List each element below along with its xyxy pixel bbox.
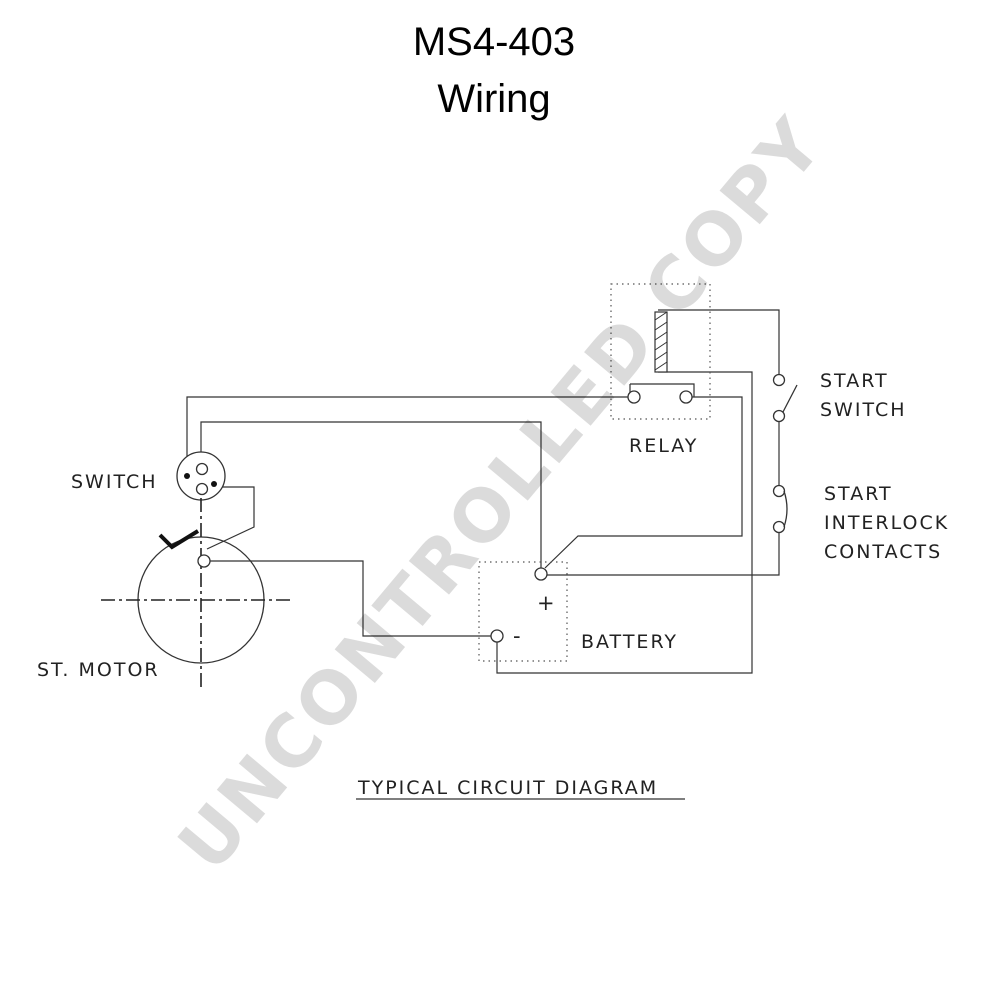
switch-terminal-top — [195, 462, 209, 476]
battery-terminal-minus — [490, 629, 504, 643]
wire-relay-to-return — [496, 371, 753, 674]
starter-motor: ST. MOTOR — [37, 498, 292, 690]
st-motor-label: ST. MOTOR — [37, 659, 160, 681]
interlock-label-line-3: CONTACTS — [824, 541, 942, 563]
relay-terminal-left — [627, 390, 641, 404]
battery-label: BATTERY — [581, 631, 678, 653]
start-switch-lever — [782, 384, 798, 413]
switch-dot-right — [211, 481, 217, 487]
motor-lever — [158, 529, 200, 550]
relay: RELAY — [610, 283, 711, 457]
interlock-label-line-2: INTERLOCK — [824, 512, 949, 534]
caption-text: TYPICAL CIRCUIT DIAGRAM — [357, 777, 658, 799]
start-switch-contact-bottom — [772, 409, 786, 423]
interlock-label-line-1: START — [824, 483, 893, 505]
title-line-1: MS4-403 — [413, 20, 575, 64]
caption: TYPICAL CIRCUIT DIAGRAM — [356, 777, 685, 800]
relay-coil-hatch — [654, 311, 668, 371]
wire-motor-to-battery-minus — [207, 560, 492, 637]
switch-terminal-bottom — [195, 482, 209, 496]
wire-interlock-to-battery-plus — [546, 530, 780, 576]
relay-label: RELAY — [629, 435, 698, 457]
wire-switch-to-relay — [186, 396, 628, 475]
watermark: UNCONTROLLED COPY — [162, 101, 840, 886]
wire-relay-to-battery-plus — [544, 396, 743, 569]
switch-label: SWITCH — [71, 471, 158, 493]
switch-dot-left — [184, 473, 190, 479]
start-switch-label-line-1: START — [820, 370, 889, 392]
interlock-bridge — [783, 490, 788, 528]
wire-relay-to-start-switch — [658, 309, 780, 378]
battery-minus-sign: - — [513, 624, 521, 648]
battery: + - BATTERY — [478, 561, 678, 662]
battery-plus-sign: + — [537, 591, 555, 615]
wire-switch-to-battery-plus — [200, 421, 542, 568]
interlock-contact-top — [772, 484, 786, 498]
interlock-contacts: START INTERLOCK CONTACTS — [772, 483, 949, 563]
start-switch-contact-top — [772, 373, 786, 387]
battery-housing — [478, 561, 568, 662]
title-line-2: Wiring — [437, 77, 550, 121]
battery-terminal-plus — [534, 567, 548, 581]
start-switch: START SWITCH — [772, 370, 907, 423]
relay-terminal-right — [679, 390, 693, 404]
motor-terminal — [197, 554, 211, 568]
wires — [186, 309, 780, 674]
start-switch-label-line-2: SWITCH — [820, 399, 907, 421]
wire-switch-to-motor — [206, 486, 255, 550]
solenoid-switch: SWITCH — [71, 451, 226, 501]
interlock-contact-bottom — [772, 520, 786, 534]
relay-housing — [610, 283, 711, 420]
